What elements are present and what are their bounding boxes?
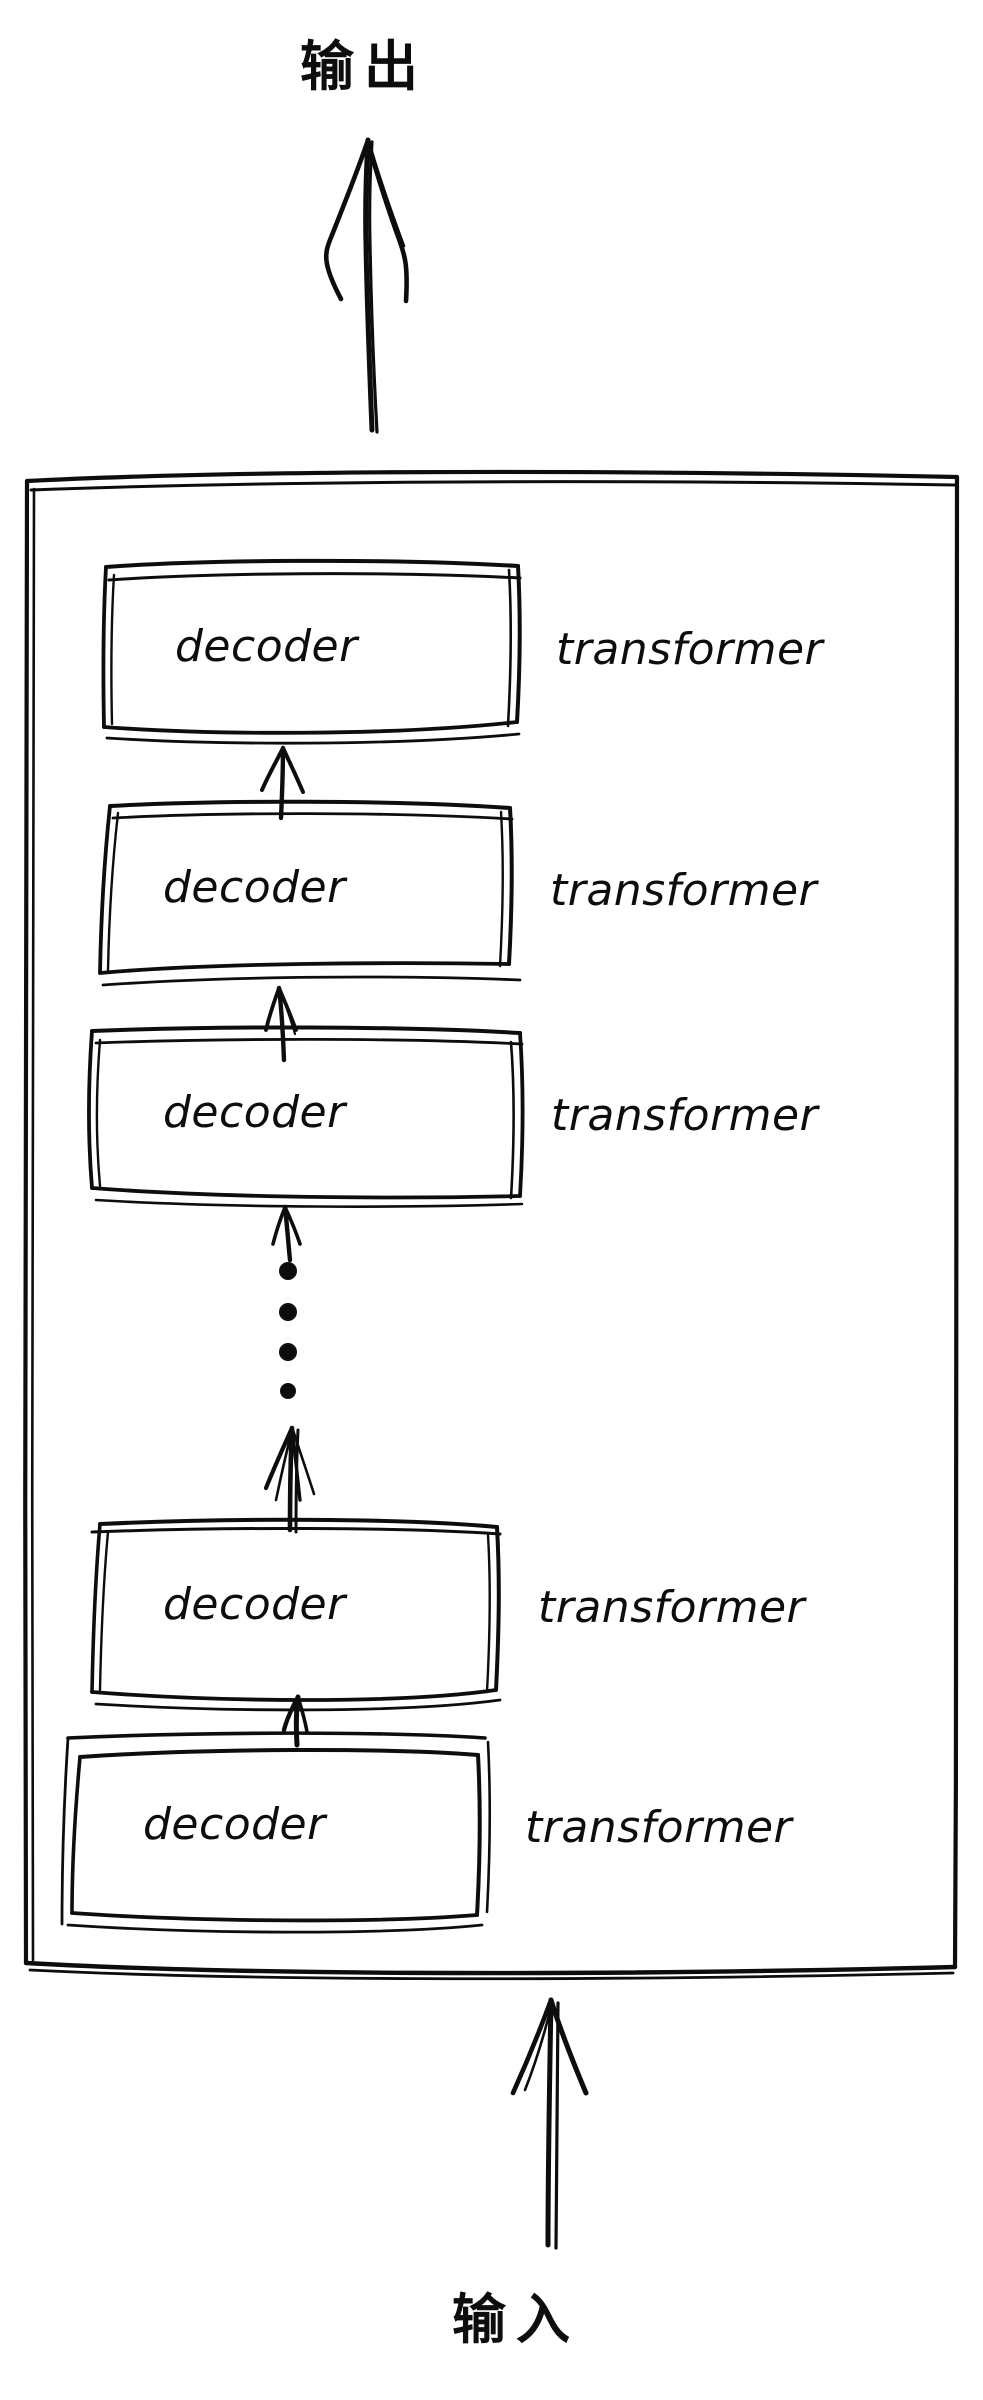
transformer-label-4: transformer bbox=[538, 1582, 806, 1633]
input-arrow-icon bbox=[510, 1997, 589, 2250]
transformer-label-2: transformer bbox=[550, 865, 818, 916]
output-arrow-icon bbox=[323, 137, 409, 434]
transformer-label-5: transformer bbox=[525, 1802, 793, 1853]
decoder-block-label-4: decoder bbox=[163, 1579, 346, 1630]
output-label: 输出 bbox=[300, 35, 428, 98]
transformer-label-3: transformer bbox=[551, 1090, 819, 1141]
decoder-block-label-2: decoder bbox=[163, 862, 346, 913]
input-label: 输入 bbox=[452, 2288, 580, 2351]
decoder-block-label-3: decoder bbox=[163, 1087, 346, 1138]
model-container[interactable] bbox=[25, 470, 960, 1980]
decoder-block-label-1: decoder bbox=[175, 621, 358, 672]
ellipsis-indicator bbox=[255, 1250, 325, 1410]
decoder-block-label-5: decoder bbox=[143, 1799, 326, 1850]
transformer-label-1: transformer bbox=[556, 624, 824, 675]
